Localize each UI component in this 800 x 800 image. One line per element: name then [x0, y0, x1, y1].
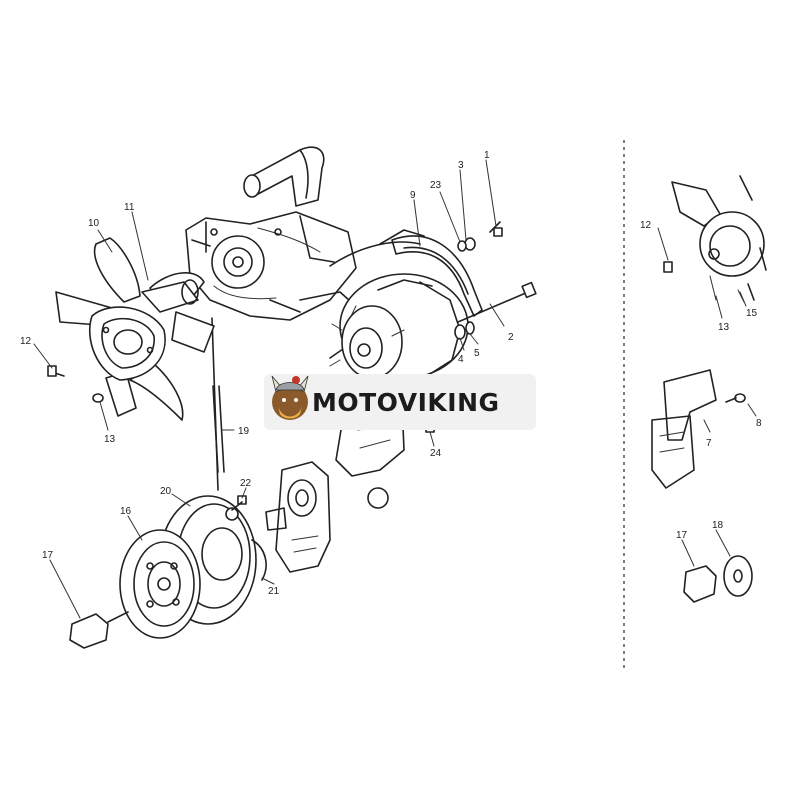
viking-logo-icon	[271, 375, 309, 420]
side-callout-13: 13	[718, 322, 730, 333]
callouts-side-a: 12 13 15	[640, 220, 758, 333]
leader-lines-main	[33, 159, 505, 619]
side-callout-15: 15	[746, 308, 758, 319]
timing-cover	[265, 423, 435, 573]
bolt-22	[231, 495, 247, 511]
detail-fan-bracket	[663, 175, 767, 303]
callout-22: 22	[240, 478, 252, 489]
motoviking-watermark: MOTOVIKING	[264, 374, 536, 430]
callout-3: 3	[458, 160, 464, 171]
callout-10: 10	[88, 218, 100, 229]
callout-11: 11	[124, 202, 135, 213]
side-callout-12: 12	[640, 220, 652, 231]
vibration-damper	[119, 529, 201, 639]
callout-1: 1	[484, 150, 490, 161]
washers-4-5	[454, 321, 475, 340]
side-callout-17: 17	[676, 530, 688, 541]
callouts-side-c: 17 18	[676, 520, 724, 541]
side-callout-8: 8	[756, 418, 762, 429]
callout-17: 17	[42, 550, 54, 561]
leader-lines-side-b	[703, 403, 757, 433]
callout-5: 5	[474, 348, 480, 359]
pulley-nut	[69, 611, 129, 649]
callout-16: 16	[120, 506, 132, 517]
callout-21: 21	[268, 586, 280, 597]
leader-lines-side-a	[657, 227, 747, 319]
callout-12: 12	[20, 336, 32, 347]
callout-23: 23	[430, 180, 442, 191]
detail-bracket-7	[651, 369, 746, 489]
fan-bolts	[47, 365, 104, 403]
side-callout-18: 18	[712, 520, 724, 531]
callout-24: 24	[430, 448, 442, 459]
callout-9: 9	[410, 190, 416, 201]
alternator-pivot-bolt	[457, 281, 537, 323]
callout-4: 4	[458, 354, 464, 365]
woodruff-key	[251, 539, 267, 581]
callouts-side-b: 7 8	[706, 418, 762, 449]
strap-bolts-1-23	[457, 221, 503, 252]
side-callout-7: 7	[706, 438, 712, 449]
fan-spacer	[141, 279, 199, 313]
callouts-main: 1 2 3 4 5 9 10 11 12 13 16 17 19 20 21 2…	[20, 150, 514, 597]
detail-nut-washer	[683, 555, 753, 603]
watermark-text: MOTOVIKING	[312, 388, 500, 417]
callout-19: 19	[238, 426, 250, 437]
callout-13: 13	[104, 434, 116, 445]
coolant-pipe-elbow	[243, 146, 325, 207]
alternator	[329, 273, 469, 391]
callout-20: 20	[160, 486, 172, 497]
alternator-adjusting-strap	[391, 235, 483, 317]
water-pump-housing	[185, 211, 357, 321]
leader-lines-side-c	[681, 529, 731, 567]
callout-2: 2	[508, 332, 514, 343]
long-stud	[212, 385, 225, 473]
